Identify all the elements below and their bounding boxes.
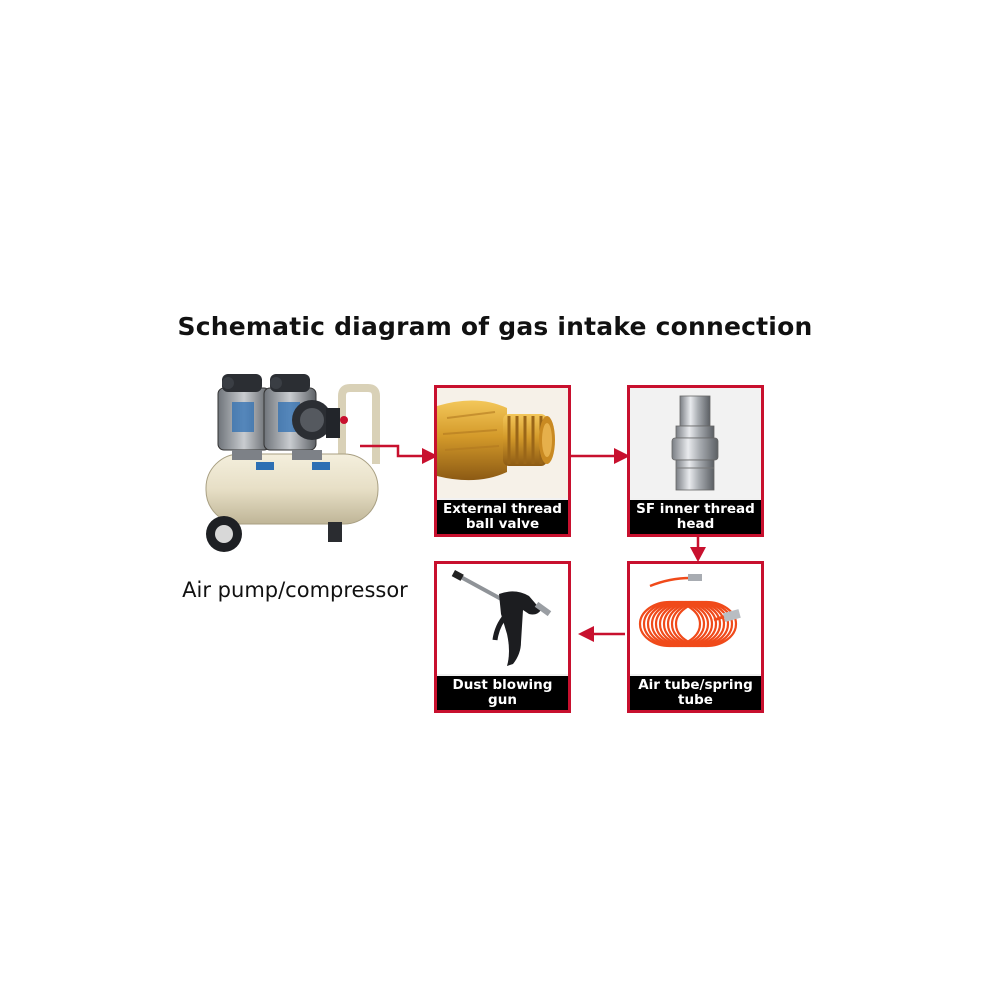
sf-thread-head-image	[630, 388, 761, 498]
air-tube-caption-line2: tube	[678, 692, 713, 708]
arrow-head-tube	[690, 547, 706, 562]
dust-gun-caption-line2: gun	[488, 692, 517, 708]
air-compressor-image	[205, 374, 380, 552]
dust-gun-card: Dust blowing gun	[434, 561, 571, 713]
sf-thread-head-card: SF inner thread head	[627, 385, 764, 537]
dust-gun-image	[437, 564, 568, 674]
air-tube-caption-line1: Air tube/spring	[638, 677, 753, 693]
arrow-head-gun	[578, 626, 594, 642]
sf-thread-head-caption-line2: head	[676, 516, 715, 532]
air-tube-caption: Air tube/spring tube	[630, 676, 761, 710]
dust-gun-caption: Dust blowing gun	[437, 676, 568, 710]
ball-valve-caption-line2: ball valve	[465, 516, 540, 532]
air-tube-card: Air tube/spring tube	[627, 561, 764, 713]
air-tube-image	[630, 564, 761, 674]
ball-valve-card: External thread ball valve	[434, 385, 571, 537]
sf-thread-head-caption-line1: SF inner thread	[636, 501, 755, 517]
diagram-title: Schematic diagram of gas intake connecti…	[177, 312, 813, 341]
ball-valve-caption: External thread ball valve	[437, 500, 568, 534]
compressor-label: Air pump/compressor	[182, 578, 408, 602]
dust-gun-caption-line1: Dust blowing	[452, 677, 553, 693]
ball-valve-image	[437, 388, 568, 498]
sf-thread-head-caption: SF inner thread head	[630, 500, 761, 534]
ball-valve-caption-line1: External thread	[443, 501, 562, 517]
